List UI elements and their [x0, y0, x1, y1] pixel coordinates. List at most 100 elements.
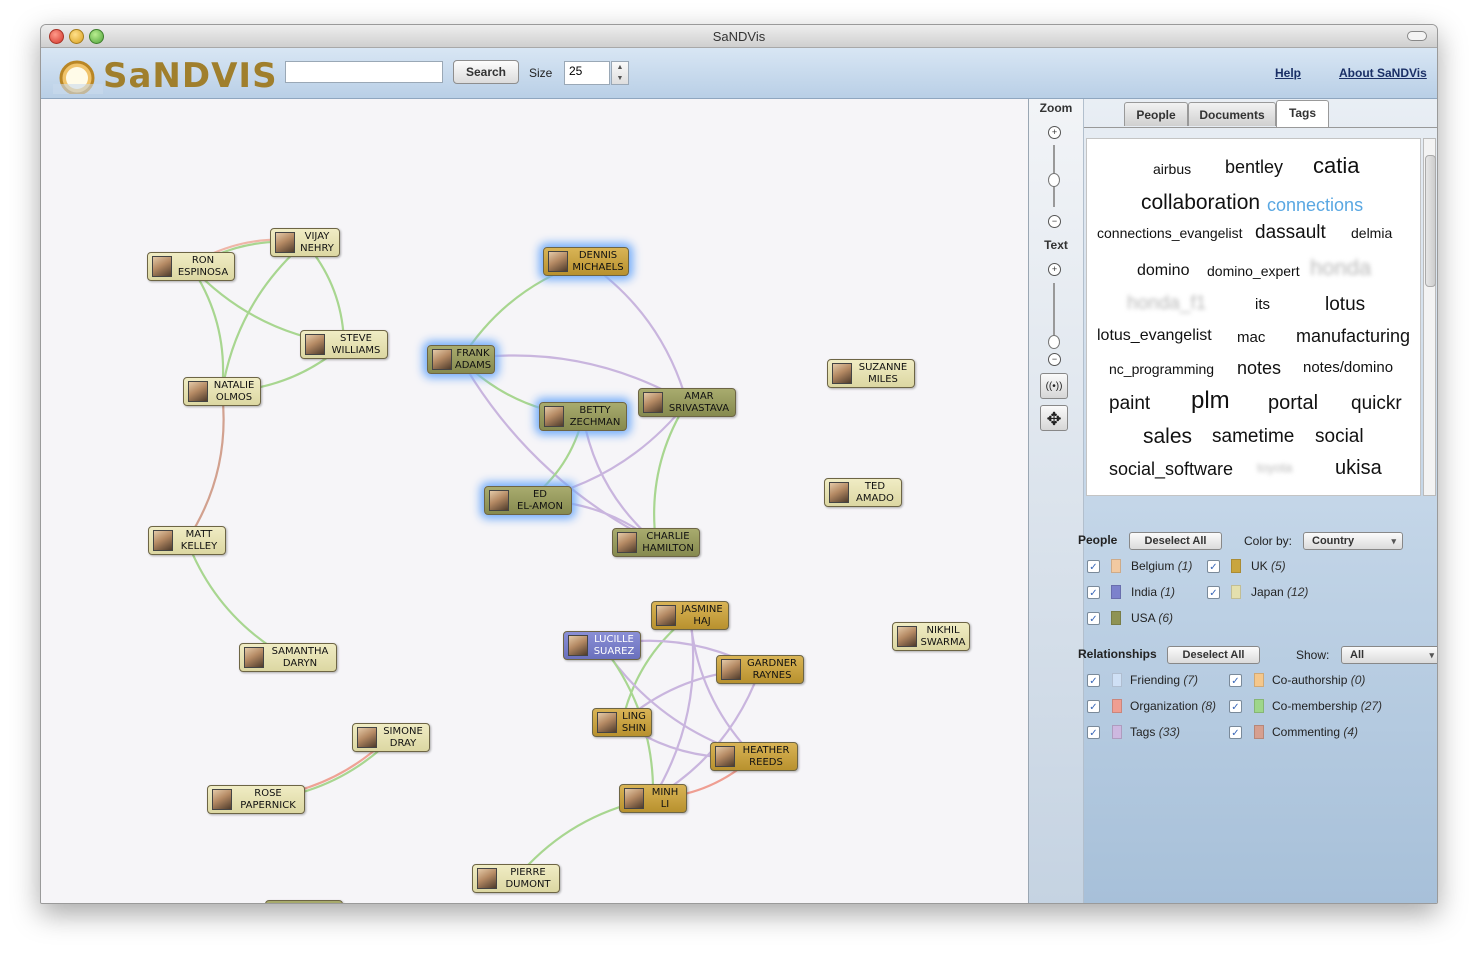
size-input[interactable]: 25 [564, 61, 610, 85]
person-node-frank[interactable]: FRANK ADAMS [427, 345, 495, 374]
tab-documents[interactable]: Documents [1188, 102, 1276, 126]
tag-cloud-item[interactable]: lotus [1325, 294, 1366, 315]
tag-cloud-item[interactable]: honda_f1 [1127, 293, 1207, 314]
tag-cloud-item[interactable]: catia [1313, 153, 1360, 178]
network-canvas[interactable]: VIJAY NEHRY RON ESPINOSA STEVE WILLIAMS NAT… [41, 99, 1029, 903]
zoom-in-icon[interactable]: + [1048, 126, 1061, 139]
tag-cloud-item[interactable]: paint [1109, 393, 1151, 414]
tag-cloud-item[interactable]: sales [1143, 425, 1193, 448]
country-name: Belgium [1131, 559, 1175, 573]
text-slider-track[interactable] [1053, 283, 1055, 345]
country-checkbox[interactable]: ✓ [1087, 586, 1100, 599]
tag-cloud-item[interactable]: notes/domino [1303, 359, 1394, 376]
person-node-jasmine[interactable]: JASMINE HAJ [651, 601, 729, 630]
person-node-pierre[interactable]: PIERRE DUMONT [472, 864, 560, 893]
person-node-ron[interactable]: RON ESPINOSA [147, 252, 235, 281]
about-link[interactable]: About SaNDVis [1339, 66, 1427, 80]
text-smaller-icon[interactable]: − [1048, 353, 1061, 366]
tag-cloud-item[interactable]: its [1255, 296, 1270, 313]
tag-cloud-item[interactable]: delmia [1351, 225, 1393, 241]
tag-cloud-item[interactable]: social_software [1109, 459, 1234, 479]
tag-cloud-item[interactable]: nc_programming [1109, 361, 1215, 377]
country-checkbox[interactable]: ✓ [1207, 586, 1220, 599]
person-name: FRANK ADAMS [454, 348, 492, 371]
close-window-button[interactable] [49, 29, 64, 44]
tag-cloud-item[interactable]: manufacturing [1296, 326, 1411, 346]
person-node-lucille[interactable]: LUCILLE SUAREZ [563, 631, 641, 660]
tag-cloud-item[interactable]: sametime [1212, 426, 1295, 447]
person-node-betty[interactable]: BETTY ZECHMAN [539, 402, 627, 431]
person-node-dan[interactable]: DAN MISAWA [265, 900, 343, 903]
tag-cloud-scrollbar[interactable] [1423, 138, 1436, 496]
person-node-samantha[interactable]: SAMANTHA DARYN [239, 643, 337, 672]
show-select[interactable]: All ▾ [1341, 646, 1437, 664]
tag-cloud-item[interactable]: portal [1268, 392, 1319, 414]
person-name: MATT KELLEY [180, 529, 218, 552]
search-button[interactable]: Search [453, 60, 519, 84]
search-input[interactable] [285, 61, 443, 83]
tag-cloud-item[interactable]: domino_expert [1207, 263, 1300, 279]
person-node-rose[interactable]: ROSE PAPERNICK [207, 785, 305, 814]
person-node-steve[interactable]: STEVE WILLIAMS [300, 330, 388, 359]
tab-people[interactable]: People [1124, 102, 1188, 126]
person-node-ling[interactable]: LING SHIN [592, 708, 652, 737]
person-node-dennis[interactable]: DENNIS MICHAELS [543, 247, 629, 276]
zoom-window-button[interactable] [89, 29, 104, 44]
scrollbar-thumb[interactable] [1425, 155, 1436, 287]
text-slider-handle[interactable] [1048, 335, 1060, 349]
tag-cloud-item[interactable]: connections [1267, 195, 1364, 215]
country-name: India [1131, 585, 1158, 599]
relationship-checkbox[interactable]: ✓ [1229, 726, 1242, 739]
tag-cloud-item[interactable]: bentley [1225, 157, 1284, 177]
person-node-vijay[interactable]: VIJAY NEHRY [270, 228, 340, 257]
country-checkbox[interactable]: ✓ [1087, 612, 1100, 625]
tag-cloud-item[interactable]: plm [1191, 387, 1230, 414]
person-node-ted[interactable]: TED AMADO [824, 478, 902, 507]
tag-cloud-item[interactable]: airbus [1153, 161, 1192, 177]
person-node-heather[interactable]: HEATHER REEDS [710, 742, 798, 771]
relationship-name: Organization [1130, 699, 1199, 713]
tag-cloud-item[interactable]: connections_evangelist [1097, 225, 1243, 241]
tag-cloud-item[interactable]: notes [1237, 358, 1282, 378]
relationship-checkbox[interactable]: ✓ [1229, 700, 1242, 713]
person-node-minh[interactable]: MINH LI [619, 784, 687, 813]
fit-to-screen-icon[interactable]: ✥ [1040, 405, 1068, 431]
toolbar-toggle-button[interactable] [1407, 31, 1427, 41]
minimize-window-button[interactable] [69, 29, 84, 44]
person-node-amar[interactable]: AMAR SRIVASTAVA [638, 388, 736, 417]
people-deselect-all-button[interactable]: Deselect All [1129, 532, 1222, 550]
person-node-natalie[interactable]: NATALIE OLMOS [183, 377, 261, 406]
tag-cloud-item[interactable]: domino [1137, 262, 1190, 279]
country-checkbox[interactable]: ✓ [1207, 560, 1220, 573]
zoom-slider-handle[interactable] [1048, 173, 1060, 187]
tag-cloud-item[interactable]: dassault [1255, 222, 1326, 243]
person-node-nikhil[interactable]: NIKHIL SWARMA [892, 622, 970, 651]
person-node-suzanne[interactable]: SUZANNE MILES [827, 359, 915, 388]
tag-cloud-item[interactable]: toyota [1257, 460, 1293, 475]
tag-cloud-item[interactable]: ukisa [1335, 457, 1382, 479]
relationships-deselect-all-button[interactable]: Deselect All [1167, 646, 1260, 664]
relationship-checkbox[interactable]: ✓ [1087, 726, 1100, 739]
color-by-select[interactable]: Country ▾ [1303, 532, 1403, 550]
tab-tags[interactable]: Tags [1276, 100, 1329, 128]
tag-cloud-item[interactable]: collaboration [1141, 191, 1261, 214]
tag-cloud-item[interactable]: mac [1237, 329, 1266, 346]
help-link[interactable]: Help [1275, 66, 1302, 80]
tag-cloud-item[interactable]: lotus_evangelist [1097, 327, 1212, 344]
size-stepper[interactable]: ▲▼ [611, 61, 629, 85]
person-node-matt[interactable]: MATT KELLEY [148, 526, 226, 555]
layout-radial-icon[interactable]: ((•)) [1040, 373, 1068, 399]
person-node-charlie[interactable]: CHARLIE HAMILTON [612, 528, 700, 557]
zoom-out-icon[interactable]: − [1048, 215, 1061, 228]
person-node-ed[interactable]: ED EL-AMON [484, 486, 572, 515]
relationship-checkbox[interactable]: ✓ [1087, 700, 1100, 713]
relationship-checkbox[interactable]: ✓ [1229, 674, 1242, 687]
person-node-gardner[interactable]: GARDNER RAYNES [716, 655, 804, 684]
tag-cloud-item[interactable]: social [1315, 426, 1364, 447]
tag-cloud-item[interactable]: honda [1310, 255, 1372, 280]
text-bigger-icon[interactable]: + [1048, 263, 1061, 276]
relationship-checkbox[interactable]: ✓ [1087, 674, 1100, 687]
country-checkbox[interactable]: ✓ [1087, 560, 1100, 573]
tag-cloud-item[interactable]: quickr [1351, 393, 1402, 414]
person-node-simone[interactable]: SIMONE DRAY [352, 723, 430, 752]
